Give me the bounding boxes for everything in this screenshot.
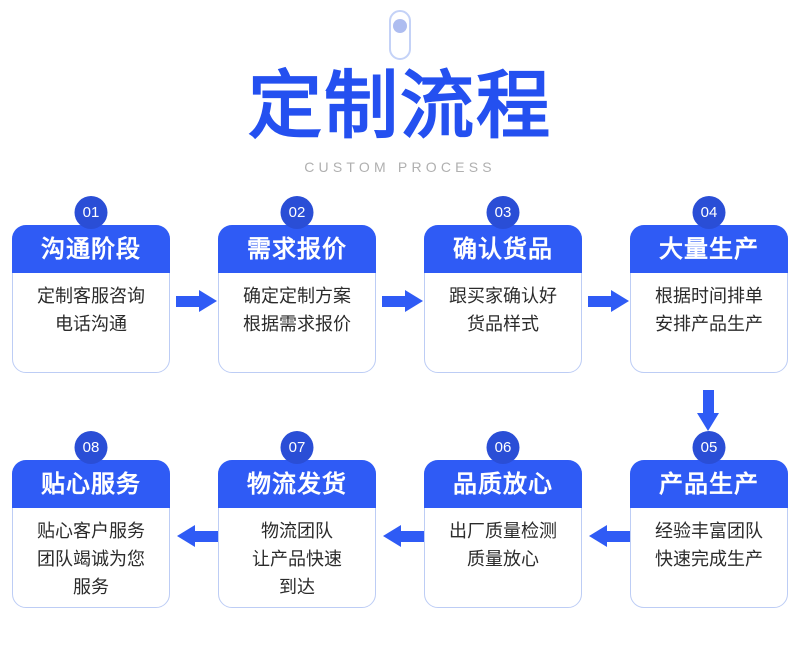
flow-card-05[interactable]: 05 产品生产 经验丰富团队 快速完成生产: [630, 431, 788, 608]
step-title: 大量生产: [630, 225, 788, 273]
step-description-line: 定制客服咨询: [37, 286, 145, 307]
step-description-line: 货品样式: [467, 314, 539, 335]
flow-row-top: 01 沟通阶段 定制客服咨询 电话沟通 02 需求报价 确定定制方案 根据需求报…: [0, 195, 800, 385]
flow-arrow-down-icon: [697, 390, 719, 432]
step-description-line: 跟买家确认好: [449, 286, 557, 307]
step-description-line: 确定定制方案: [243, 286, 351, 307]
step-description: 贴心客户服务 团队竭诚为您 服务: [13, 508, 169, 602]
step-description-line: 出厂质量检测: [449, 521, 557, 542]
flow-arrow-left-icon: [588, 525, 630, 547]
step-number-badge: 08: [74, 431, 108, 464]
step-description-line: 服务: [73, 577, 109, 598]
step-title: 沟通阶段: [12, 225, 170, 273]
step-description-line: 根据需求报价: [243, 314, 351, 335]
step-description: 物流团队 让产品快速 到达: [219, 508, 375, 602]
step-description-line: 物流团队: [261, 521, 333, 542]
step-description: 出厂质量检测 质量放心: [425, 508, 581, 574]
step-title: 需求报价: [218, 225, 376, 273]
flow-card-08[interactable]: 08 贴心服务 贴心客户服务 团队竭诚为您 服务: [12, 431, 170, 608]
pill-dot-icon: [393, 19, 407, 33]
step-description-line: 团队竭诚为您: [37, 549, 145, 570]
step-description-line: 安排产品生产: [655, 314, 763, 335]
page-subtitle: CUSTOM PROCESS: [304, 159, 496, 175]
step-number-badge: 02: [280, 196, 314, 229]
flow-card-01[interactable]: 01 沟通阶段 定制客服咨询 电话沟通: [12, 196, 170, 373]
flow-card-04[interactable]: 04 大量生产 根据时间排单 安排产品生产: [630, 196, 788, 373]
step-number-badge: 07: [280, 431, 314, 464]
step-title: 物流发货: [218, 460, 376, 508]
step-description: 定制客服咨询 电话沟通: [13, 273, 169, 339]
step-number-badge: 06: [486, 431, 520, 464]
step-description-line: 让产品快速: [252, 549, 342, 570]
decorative-pill-icon: [389, 10, 411, 60]
flow-card-03[interactable]: 03 确认货品 跟买家确认好 货品样式: [424, 196, 582, 373]
step-description-line: 快速完成生产: [655, 549, 763, 570]
step-title: 确认货品: [424, 225, 582, 273]
step-title: 产品生产: [630, 460, 788, 508]
step-title: 贴心服务: [12, 460, 170, 508]
step-number-badge: 01: [74, 196, 108, 229]
step-description-line: 经验丰富团队: [655, 521, 763, 542]
step-description: 确定定制方案 根据需求报价: [219, 273, 375, 339]
flow-arrow-right-icon: [382, 290, 424, 312]
step-number-badge: 05: [692, 431, 726, 464]
flow-arrow-left-icon: [382, 525, 424, 547]
step-description-line: 根据时间排单: [655, 286, 763, 307]
step-description-line: 到达: [279, 577, 315, 598]
flow-card-06[interactable]: 06 品质放心 出厂质量检测 质量放心: [424, 431, 582, 608]
page-header: 定制流程 CUSTOM PROCESS: [0, 0, 800, 190]
step-description: 经验丰富团队 快速完成生产: [631, 508, 787, 574]
flow-arrow-right-icon: [588, 290, 630, 312]
flow-arrow-right-icon: [176, 290, 218, 312]
step-number-badge: 03: [486, 196, 520, 229]
step-description-line: 贴心客户服务: [37, 521, 145, 542]
step-description-line: 质量放心: [467, 549, 539, 570]
flow-card-07[interactable]: 07 物流发货 物流团队 让产品快速 到达: [218, 431, 376, 608]
flow-arrow-left-icon: [176, 525, 218, 547]
flow-row-bottom: 08 贴心服务 贴心客户服务 团队竭诚为您 服务 07 物流发货 物流团队 让产…: [0, 430, 800, 620]
step-description-line: 电话沟通: [55, 314, 127, 335]
step-description: 跟买家确认好 货品样式: [425, 273, 581, 339]
flow-card-02[interactable]: 02 需求报价 确定定制方案 根据需求报价: [218, 196, 376, 373]
step-title: 品质放心: [424, 460, 582, 508]
step-number-badge: 04: [692, 196, 726, 229]
page-title: 定制流程: [248, 63, 552, 149]
step-description: 根据时间排单 安排产品生产: [631, 273, 787, 339]
